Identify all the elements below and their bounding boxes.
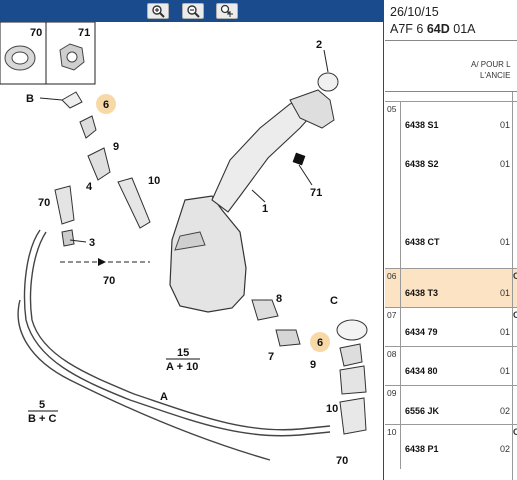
callout-70c[interactable]: 70	[336, 455, 348, 467]
diagram-viewer: 70 71	[0, 0, 384, 480]
fraction-15-bottom: A + 10	[166, 361, 198, 373]
fraction-5[interactable]: 5 B + C	[28, 399, 58, 425]
callout-3[interactable]: 3	[89, 237, 95, 249]
part-reference[interactable]: 6438 S1	[405, 120, 439, 130]
bracket-10b	[339, 397, 367, 435]
part-reference[interactable]: 6556 JK	[405, 406, 440, 416]
part-reference[interactable]: 6438 T3	[405, 288, 439, 298]
nozzle-6a	[79, 115, 97, 139]
thumbnail-70[interactable]: 70	[0, 22, 47, 85]
clip-71	[292, 152, 306, 166]
fraction-5-top: 5	[39, 399, 45, 411]
header-note-1: A/ POUR L	[471, 60, 511, 69]
callout-71[interactable]: 71	[310, 187, 322, 199]
parts-row[interactable]: 09 6556 JK 02	[385, 385, 517, 424]
row-number: 10	[385, 425, 401, 469]
callout-10a[interactable]: 10	[148, 175, 160, 187]
row-number: 05	[385, 102, 401, 268]
catalog-date: 26/10/15	[390, 5, 439, 19]
bracket-10a	[117, 177, 151, 229]
row-flag: C	[513, 310, 517, 320]
callout-70b[interactable]: 70	[103, 275, 115, 287]
nozzle-6b	[339, 343, 363, 367]
row-number: 06	[385, 269, 401, 307]
row-flag: C	[513, 427, 517, 437]
parts-table: 05 6438 S1 01 6438 S2 01 6438 CT 01 06 6438 T3 01…	[385, 101, 517, 469]
callout-9b[interactable]: 9	[310, 359, 316, 371]
callout-4[interactable]: 4	[86, 181, 93, 193]
row-flag: C	[513, 271, 517, 281]
part-quantity: 01	[500, 366, 511, 376]
callout-a[interactable]: A	[160, 391, 168, 403]
part-quantity: 01	[500, 159, 511, 169]
part-reference[interactable]: 6434 79	[405, 327, 438, 337]
fraction-15[interactable]: 15 A + 10	[166, 347, 200, 373]
part-quantity: 02	[500, 406, 511, 416]
parts-row[interactable]: 08 6434 80 01	[385, 346, 517, 385]
zoom-pan-button[interactable]	[216, 3, 238, 19]
callout-10b[interactable]: 10	[326, 403, 338, 415]
thumbnail-71-label: 71	[78, 27, 90, 39]
cap-c	[336, 319, 368, 341]
pump-4	[54, 185, 75, 225]
row-number: 09	[385, 386, 401, 424]
parts-row[interactable]: 05 6438 S1 01 6438 S2 01 6438 CT 01	[385, 101, 517, 268]
parts-list-panel: 26/10/15 A7F 6 64D 01A A/ POUR L L'ANCIE…	[385, 0, 517, 480]
header-note-2: L'ANCIE	[480, 71, 511, 80]
part-quantity: 01	[500, 288, 511, 298]
row-number: 07	[385, 308, 401, 346]
callout-8[interactable]: 8	[276, 293, 282, 305]
washer-reservoir	[169, 72, 339, 313]
callout-c[interactable]: C	[330, 295, 338, 307]
part-reference[interactable]: 6438 CT	[405, 237, 440, 247]
hose-7	[275, 329, 301, 347]
callout-9a[interactable]: 9	[113, 141, 119, 153]
part-reference[interactable]: 6438 S2	[405, 159, 439, 169]
callout-7[interactable]: 7	[268, 351, 274, 363]
grommet-3	[61, 229, 75, 247]
magnifier-plus-icon	[152, 5, 165, 18]
callout-b[interactable]: B	[26, 93, 34, 105]
catalog-code: A7F 6 64D 01A	[390, 22, 475, 36]
thumbnail-70-label: 70	[30, 27, 42, 39]
fraction-5-bottom: B + C	[28, 413, 56, 425]
leader-2	[323, 49, 329, 73]
catalog-code-suffix: 01A	[449, 22, 476, 36]
row-number: 08	[385, 347, 401, 385]
catalog-code-bold: 64D	[426, 22, 450, 36]
magnifier-minus-icon	[187, 5, 200, 18]
callout-6a[interactable]: 6	[103, 99, 109, 111]
callout-2[interactable]: 2	[316, 39, 322, 51]
connector-8	[251, 299, 279, 321]
fraction-15-top: 15	[177, 347, 189, 359]
callout-1[interactable]: 1	[262, 203, 268, 215]
callout-6b[interactable]: 6	[317, 337, 323, 349]
column-divider	[512, 92, 513, 480]
parts-diagram: 70 71	[0, 22, 368, 467]
part-quantity: 01	[500, 237, 511, 247]
part-reference[interactable]: 6434 80	[405, 366, 438, 376]
zoom-toolbar	[0, 0, 383, 22]
list-header	[385, 40, 517, 92]
leader-71	[298, 164, 313, 186]
magnifier-move-icon	[220, 4, 233, 17]
part-quantity: 02	[500, 444, 511, 454]
hose-a	[17, 229, 331, 461]
part-quantity: 01	[500, 120, 511, 130]
callout-70a[interactable]: 70	[38, 197, 50, 209]
zoom-out-button[interactable]	[182, 3, 204, 19]
part-quantity: 01	[500, 327, 511, 337]
leader-1	[251, 189, 266, 203]
nozzle-9a	[87, 147, 111, 181]
thumbnail-71[interactable]: 71	[45, 22, 96, 85]
part-reference[interactable]: 6438 P1	[405, 444, 439, 454]
nozzle-cap-b	[61, 91, 83, 109]
catalog-code-prefix: A7F 6	[390, 22, 427, 36]
nozzle-9b	[339, 365, 367, 395]
zoom-in-button[interactable]	[147, 3, 169, 19]
